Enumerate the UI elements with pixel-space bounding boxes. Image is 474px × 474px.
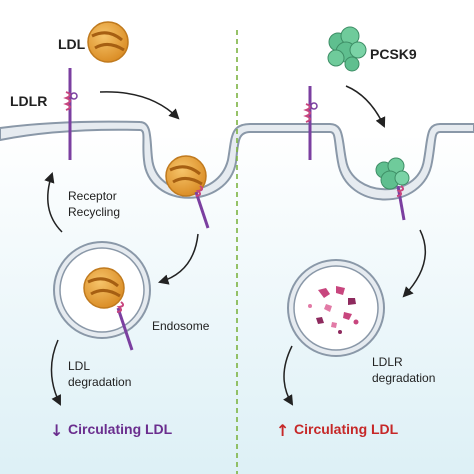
ldlr-degradation-line2: degradation — [372, 371, 435, 385]
ldl-particle-free — [87, 21, 129, 63]
ldl-degradation-arrow — [50, 339, 61, 406]
ldlr-receptor-left — [63, 68, 78, 160]
internalization-arrow-right — [402, 229, 427, 298]
receptor-recycling-line2: Recycling — [68, 205, 120, 219]
endosome-label: Endosome — [152, 319, 210, 333]
internalization-arrow-left — [157, 233, 199, 285]
ldl-degradation-line2: degradation — [68, 375, 131, 389]
plasma-membrane — [0, 120, 474, 201]
ldlr-degradation-arrow — [283, 345, 294, 406]
binding-arrow-left — [99, 91, 180, 120]
circulating-ldl-left: Circulating LDL — [68, 421, 173, 437]
ldl-label: LDL — [58, 36, 86, 52]
recycling-arrow — [44, 172, 63, 233]
decrease-arrow-icon: ↓ — [50, 421, 63, 440]
ldlr-receptor-right — [303, 86, 318, 160]
circulating-ldl-right: Circulating LDL — [294, 421, 399, 437]
pcsk9-protein — [327, 26, 367, 72]
membrane-bilayer — [0, 120, 474, 201]
lysosome-right — [287, 259, 385, 357]
receptor-recycling-line1: Receptor — [68, 189, 117, 203]
ldlr-label: LDLR — [10, 93, 47, 109]
endosome-left — [53, 241, 151, 351]
pcsk9-label: PCSK9 — [370, 46, 417, 62]
increase-arrow-icon: ↑ — [276, 421, 289, 440]
pcsk9-in-pit — [375, 157, 410, 221]
binding-arrow-right — [345, 85, 386, 128]
ldl-degradation-line1: LDL — [68, 359, 90, 373]
ldlr-degradation-line1: LDLR — [372, 355, 403, 369]
ldl-particle-pit — [165, 155, 210, 229]
